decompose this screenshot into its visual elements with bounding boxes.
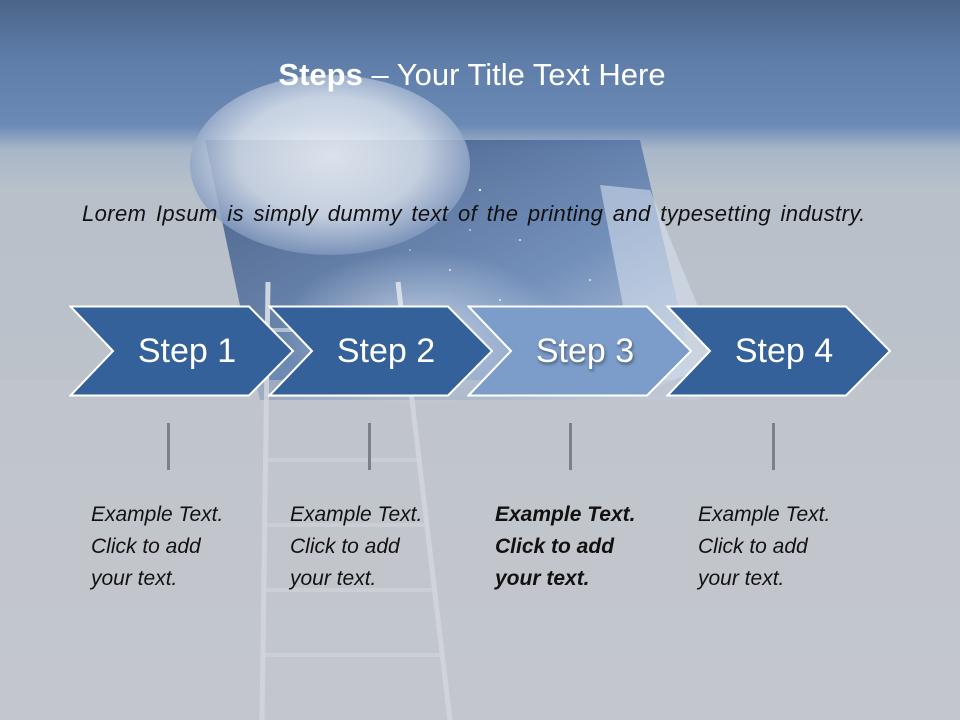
note-line: Example Text. bbox=[698, 503, 831, 526]
step-3-note[interactable]: Example Text. Click to add your text. bbox=[495, 499, 665, 595]
note-line: Click to add bbox=[495, 535, 615, 558]
step-label: Step 1 bbox=[137, 332, 237, 370]
intro-text: Lorem Ipsum is simply dummy text of the … bbox=[82, 201, 866, 226]
note-line: Example Text. bbox=[290, 503, 423, 526]
note-line: Example Text. bbox=[91, 503, 224, 526]
step-3-chevron[interactable]: Step 3 bbox=[467, 305, 693, 397]
title-rest: – Your Title Text Here bbox=[362, 57, 666, 92]
note-line: your text. bbox=[495, 567, 590, 590]
step-4-note[interactable]: Example Text. Click to add your text. bbox=[698, 499, 868, 595]
note-line: your text. bbox=[698, 567, 785, 590]
step-4-connector bbox=[772, 423, 775, 470]
note-line: Click to add bbox=[91, 535, 201, 558]
step-3-connector bbox=[569, 423, 572, 470]
chevron-shape bbox=[268, 305, 494, 397]
note-line: Click to add bbox=[698, 535, 808, 558]
step-1-connector bbox=[167, 423, 170, 470]
title-bold: Steps bbox=[278, 57, 363, 92]
note-line: Click to add bbox=[290, 535, 400, 558]
step-2-connector bbox=[368, 423, 371, 470]
step-2-chevron[interactable]: Step 2 bbox=[268, 305, 494, 397]
chevron-shape bbox=[666, 305, 892, 397]
chevron-shape bbox=[69, 305, 295, 397]
note-line: your text. bbox=[290, 567, 377, 590]
step-label: Step 4 bbox=[734, 332, 834, 370]
slide-title: Steps – Your Title Text Here bbox=[0, 55, 944, 95]
note-line: your text. bbox=[91, 567, 178, 590]
step-label: Step 3 bbox=[535, 332, 635, 370]
step-2-note[interactable]: Example Text. Click to add your text. bbox=[290, 499, 460, 595]
step-1-chevron[interactable]: Step 1 bbox=[69, 305, 295, 397]
step-label: Step 2 bbox=[336, 332, 436, 370]
chevron-shape bbox=[467, 305, 693, 397]
note-line: Example Text. bbox=[495, 503, 636, 526]
step-4-chevron[interactable]: Step 4 bbox=[666, 305, 892, 397]
step-1-note[interactable]: Example Text. Click to add your text. bbox=[91, 499, 261, 595]
